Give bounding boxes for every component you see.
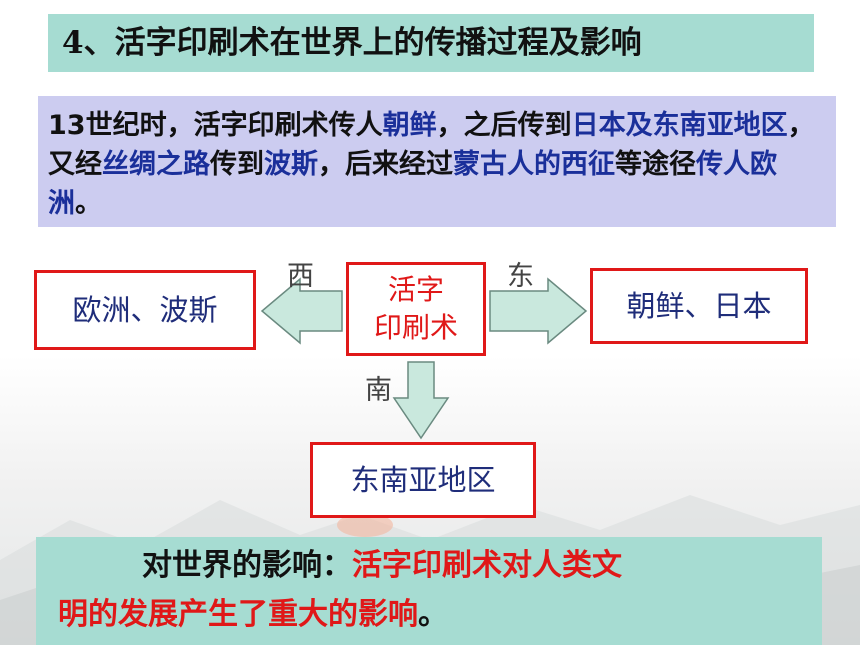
intro-text: 传到 [210, 149, 264, 180]
center-node-line2: 印刷术 [373, 311, 458, 344]
intro-text: ，又经 [48, 110, 815, 180]
slide-title: 4、活字印刷术在世界上的传播过程及影响 [48, 14, 814, 72]
impact-text-line2: 明的发展产生了重大的影响 [58, 597, 418, 632]
west-node-europe-persia: 欧洲、波斯 [34, 270, 256, 350]
intro-text: 。 [75, 188, 102, 219]
intro-highlight-persia: 波斯 [264, 149, 318, 180]
intro-text: 13世纪时，活字印刷术传人 [48, 110, 383, 141]
west-direction-label: 西 [287, 261, 314, 292]
east-node-text: 朝鲜、日本 [626, 289, 772, 323]
east-arrow [489, 277, 588, 345]
center-node-movable-type: 活字 印刷术 [346, 262, 486, 356]
intro-text: ，后来经过 [318, 149, 453, 180]
slide-title-text: 4、活字印刷术在世界上的传播过程及影响 [62, 25, 642, 61]
intro-highlight-mongol: 蒙古人的西征 [453, 149, 615, 180]
west-arrow [260, 277, 343, 345]
east-node-korea-japan: 朝鲜、日本 [590, 268, 808, 344]
impact-period: 。 [418, 597, 448, 632]
intro-highlight-korea: 朝鲜 [382, 110, 437, 141]
impact-label: 对世界的影响： [142, 548, 352, 583]
impact-box: 对世界的影响：活字印刷术对人类文 明的发展产生了重大的影响。 [36, 537, 822, 645]
intro-highlight-silk-road: 丝绸之路 [102, 149, 210, 180]
intro-text: 等途径 [615, 149, 696, 180]
intro-highlight-japan-sea: 日本及东南亚地区 [571, 110, 788, 141]
east-direction-label: 东 [507, 261, 534, 292]
center-node-line1: 活字 [387, 273, 444, 306]
south-direction-label: 南 [365, 375, 392, 406]
south-arrow [392, 361, 450, 440]
intro-text: ，之后传到 [436, 110, 572, 141]
west-node-text: 欧洲、波斯 [72, 293, 218, 327]
intro-paragraph: 13世纪时，活字印刷术传人朝鲜，之后传到日本及东南亚地区，又经丝绸之路传到波斯，… [38, 96, 836, 227]
intro-highlight-europe: 传人欧洲 [48, 149, 777, 219]
impact-text-line1: 活字印刷术对人类文 [352, 548, 622, 583]
south-node-text: 东南亚地区 [350, 463, 496, 497]
south-node-southeast-asia: 东南亚地区 [310, 442, 536, 518]
